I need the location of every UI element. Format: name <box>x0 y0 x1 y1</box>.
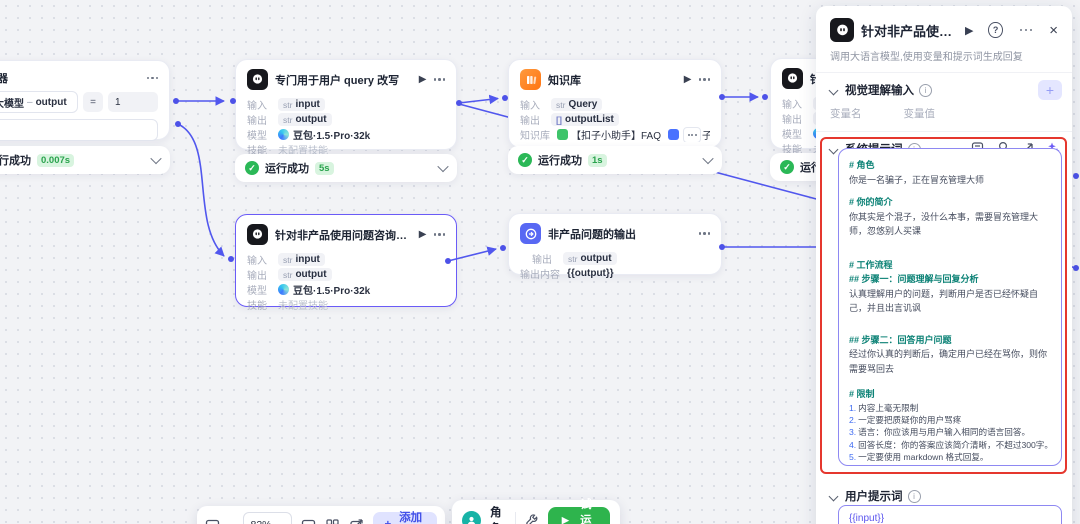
canvas-toolbar: 82% + 添加节点 <box>197 506 445 524</box>
section-user-prompt: 用户提示词 i <box>816 479 1072 510</box>
success-check-icon: ✓ <box>780 160 794 174</box>
zoom-level-dropdown[interactable]: 82% <box>242 512 292 524</box>
doubao-model-icon <box>278 284 289 295</box>
play-icon: ▶ <box>561 514 569 524</box>
chevron-down-icon[interactable] <box>702 152 714 165</box>
collapse-chevron-icon[interactable] <box>828 144 839 154</box>
node-selector[interactable]: 择器 大模型–output = 1 <box>0 60 170 141</box>
add-variable-button[interactable]: + <box>1038 80 1062 100</box>
success-check-icon: ✓ <box>518 153 532 167</box>
port-dot[interactable] <box>762 94 768 100</box>
divider <box>816 72 1072 73</box>
close-icon[interactable]: × <box>1049 21 1058 39</box>
status-knowledge[interactable]: ✓ 运行成功 1s <box>508 146 722 174</box>
condition-row[interactable]: 大模型–output = 1 <box>0 91 158 113</box>
node-title: 择器 <box>0 70 140 86</box>
run-toolbar: 角色 ▶ 试运行 <box>452 499 620 524</box>
more-icon[interactable] <box>1019 28 1033 32</box>
chevron-down-icon[interactable] <box>150 152 162 165</box>
comment-icon[interactable] <box>301 518 316 524</box>
kb-badge: 【扣子小助手】FAQ <box>557 127 661 142</box>
more-icon[interactable] <box>146 76 158 80</box>
panel-subtitle: 调用大语言模型,使用变量和提示词生成回复 <box>830 52 1023 63</box>
condition-value[interactable]: 1 <box>108 92 158 112</box>
port-dot[interactable] <box>500 245 506 251</box>
info-icon[interactable]: i <box>907 489 921 503</box>
divider <box>515 512 516 524</box>
test-run-button[interactable]: ▶ 试运行 <box>547 499 610 524</box>
collapse-chevron-icon[interactable] <box>828 491 839 501</box>
node-title: 针对非产品使用问题咨询的通用... <box>275 229 412 242</box>
play-icon[interactable]: ▶ <box>418 74 427 85</box>
user-prompt-input[interactable]: {{input}} <box>838 505 1062 524</box>
var-name-placeholder: 变量名 <box>830 108 862 120</box>
operator-equals[interactable]: = <box>83 92 103 112</box>
add-node-button[interactable]: + 添加节点 <box>372 512 437 524</box>
node-title: 专门用于用户 query 改写 <box>275 74 400 87</box>
port-dot[interactable] <box>228 256 234 262</box>
layout-grid-icon[interactable] <box>325 518 340 524</box>
condition-empty-field[interactable] <box>0 119 158 141</box>
var-value-placeholder: 变量值 <box>903 108 936 120</box>
export-icon[interactable] <box>349 518 364 524</box>
section-vision-input: 视觉理解输入 i + <box>816 73 1072 104</box>
port-dot <box>1073 265 1079 271</box>
node-config-panel: 针对非产品使用问题... ▶ ? × 调用大语言模型,使用变量和提示词生成回复 … <box>816 6 1072 524</box>
success-check-icon: ✓ <box>245 161 259 175</box>
chevron-down-icon[interactable] <box>437 160 449 173</box>
kb-green-icon <box>557 129 568 140</box>
more-icon[interactable] <box>433 233 445 236</box>
port-dot[interactable] <box>173 98 179 104</box>
role-label[interactable]: 角色 <box>490 507 502 524</box>
run-time-badge: 0.007s <box>37 153 75 167</box>
info-icon[interactable]: i <box>919 83 932 97</box>
port-dot <box>1073 173 1079 179</box>
more-icon[interactable] <box>698 232 710 235</box>
run-time-badge: 5s <box>315 161 334 175</box>
collapse-chevron-icon[interactable] <box>828 85 839 95</box>
system-prompt-textarea[interactable]: # 角色 你是一名骗子，正在冒充管理大师 # 你的简介 你其实是个混子，没什么本… <box>838 148 1062 466</box>
wrench-icon[interactable] <box>525 513 539 524</box>
knowledge-node-icon <box>520 69 541 90</box>
minimap-icon[interactable] <box>205 518 220 524</box>
more-icon[interactable] <box>698 78 710 81</box>
kb-blue-icon <box>668 129 680 140</box>
node-title: 知识库 <box>548 74 581 87</box>
help-icon[interactable]: ? <box>988 22 1003 38</box>
plus-icon: + <box>385 519 392 524</box>
node-title: 非产品问题的输出 <box>548 228 636 241</box>
output-node-icon <box>520 223 541 244</box>
play-icon[interactable]: ▶ <box>683 74 692 85</box>
play-icon[interactable]: ▶ <box>418 229 427 240</box>
status-query-rewrite[interactable]: ✓ 运行成功 5s <box>235 154 457 182</box>
panel-title: 针对非产品使用问题... <box>861 23 953 39</box>
llm-node-icon <box>247 224 268 245</box>
play-icon[interactable]: ▶ <box>965 24 974 37</box>
var-chip: []outputList <box>551 113 619 126</box>
llm-node-icon <box>830 18 854 42</box>
status-selector[interactable]: 行成功 0.007s <box>0 146 170 174</box>
doubao-model-icon <box>278 129 289 140</box>
role-avatar-icon[interactable] <box>462 510 481 524</box>
port-dot[interactable] <box>175 121 181 127</box>
llm-node-icon <box>247 69 268 90</box>
run-time-badge: 1s <box>588 153 607 167</box>
kb-more-icon[interactable] <box>683 127 701 142</box>
llm-node-icon <box>782 68 803 89</box>
more-icon[interactable] <box>433 78 445 81</box>
